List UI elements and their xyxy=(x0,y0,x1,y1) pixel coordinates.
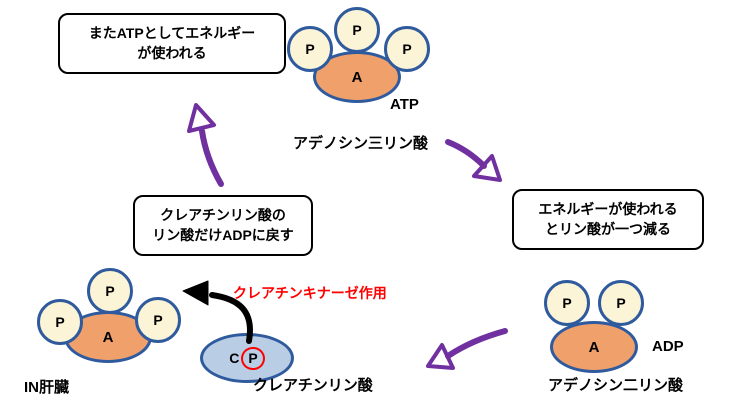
atp-top-phosphate-right: P xyxy=(384,26,430,72)
return-phosphate-line2: リン酸だけADPに戻す xyxy=(152,227,294,244)
regen-atp-caption: IN肝臓 xyxy=(24,379,70,396)
adp-adenosine: A xyxy=(550,321,638,373)
reuse-energy-line1: またATPとしてエネルギー xyxy=(88,25,256,41)
creatine-p-label: P xyxy=(241,346,265,370)
creatine-phosphate-caption: クレアチンリン酸 xyxy=(253,377,373,394)
adp-label: ADP xyxy=(652,338,684,355)
atp-top-phosphate-middle: P xyxy=(334,7,380,53)
regen-atp-phosphate-top: P xyxy=(87,268,133,314)
atp-top-phosphate-left: P xyxy=(287,26,333,72)
adp-phosphate-left: P xyxy=(544,280,590,326)
creatine-kinase-annotation: クレアチンキナーゼ作用 xyxy=(233,285,387,301)
regen-atp-phosphate-left: P xyxy=(37,299,83,345)
arrow-adp-to-creatine xyxy=(426,328,508,370)
reuse-energy-line2: が使われる xyxy=(137,45,207,62)
reuse-energy-box: またATPとしてエネルギー が使われる xyxy=(58,13,286,74)
energy-used-line1: エネルギーが使われる xyxy=(538,201,678,217)
atp-label: ATP xyxy=(390,96,419,113)
energy-used-line2: とリン酸が一つ減る xyxy=(545,221,671,238)
return-phosphate-box: クレアチンリン酸の リン酸だけADPに戻す xyxy=(133,195,313,256)
atp-sublabel: アデノシン三リン酸 xyxy=(293,135,429,152)
adp-sublabel: アデノシン二リン酸 xyxy=(548,377,684,394)
arrow-atp-to-adp xyxy=(445,139,502,182)
energy-used-box: エネルギーが使われる とリン酸が一つ減る xyxy=(512,189,704,250)
creatine-c-label: C xyxy=(229,350,240,366)
adp-phosphate-right: P xyxy=(598,280,644,326)
return-phosphate-line1: クレアチンリン酸の xyxy=(160,207,286,223)
regen-atp-phosphate-right: P xyxy=(135,297,181,343)
arrow-regenerated-to-reuse xyxy=(187,103,224,187)
